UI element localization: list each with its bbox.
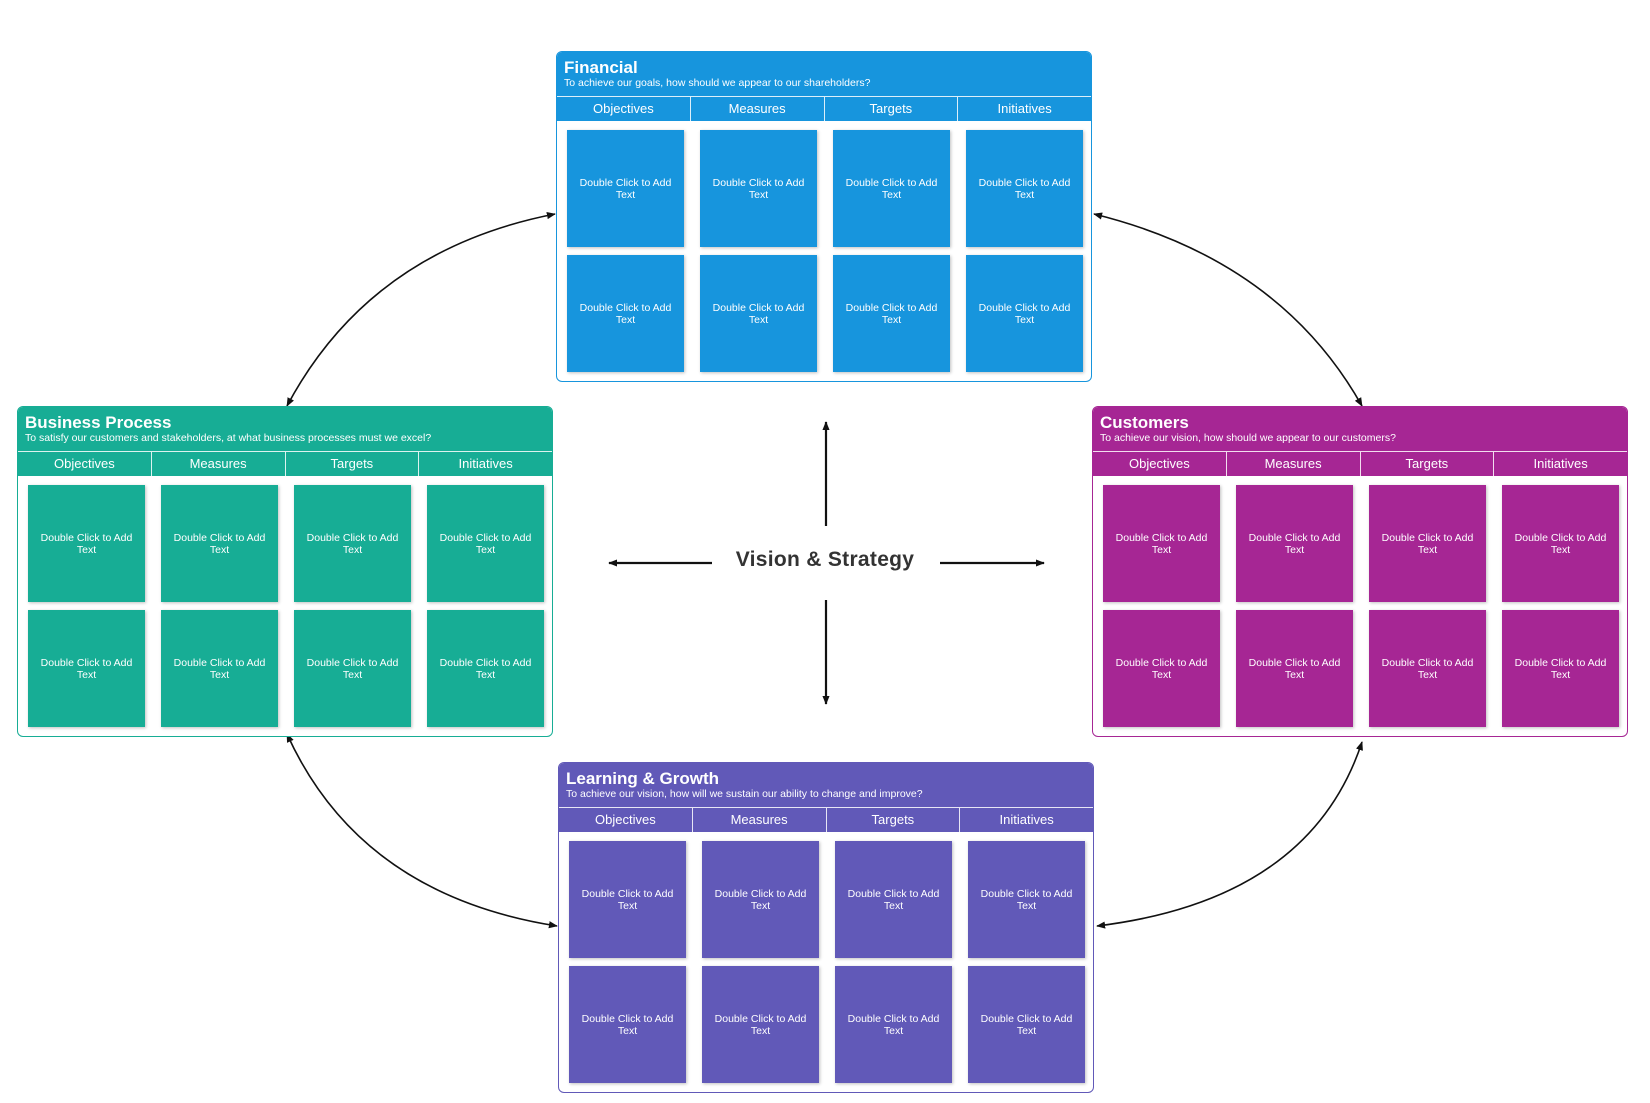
- column-header-targets: Targets: [825, 97, 959, 121]
- text-card[interactable]: Double Click to Add Text: [1103, 610, 1220, 727]
- vision-strategy-label: Vision & Strategy: [735, 548, 915, 571]
- text-card[interactable]: Double Click to Add Text: [702, 966, 819, 1083]
- text-card[interactable]: Double Click to Add Text: [1502, 485, 1619, 602]
- text-card[interactable]: Double Click to Add Text: [427, 610, 544, 727]
- column-header-initiatives: Initiatives: [997, 101, 1052, 116]
- text-card[interactable]: Double Click to Add Text: [835, 841, 952, 958]
- arc-business-learning: [286, 733, 558, 929]
- text-card[interactable]: Double Click to Add Text: [567, 255, 684, 372]
- customers-header: Customers To achieve our vision, how sho…: [1093, 407, 1627, 451]
- column-header-measures: Measures: [152, 452, 286, 476]
- learning-growth-panel: Learning & Growth To achieve our vision,…: [558, 762, 1094, 1093]
- column-header-objectives: Objectives: [557, 97, 691, 121]
- business-process-column-headers: Objectives Measures Targets Initiatives: [18, 451, 552, 476]
- column-header-initiatives: Initiatives: [1533, 456, 1588, 471]
- text-card[interactable]: Double Click to Add Text: [700, 130, 817, 247]
- financial-card-grid: Double Click to Add Text Double Click to…: [557, 121, 1091, 381]
- column-header-objectives: Objectives: [1093, 452, 1227, 476]
- text-card[interactable]: Double Click to Add Text: [294, 610, 411, 727]
- text-card[interactable]: Double Click to Add Text: [968, 841, 1085, 958]
- column-header-targets: Targets: [286, 452, 420, 476]
- customers-card-grid: Double Click to Add Text Double Click to…: [1093, 476, 1627, 736]
- text-card[interactable]: Double Click to Add Text: [28, 610, 145, 727]
- column-header-targets: Targets: [827, 808, 961, 832]
- text-card[interactable]: Double Click to Add Text: [1236, 485, 1353, 602]
- text-card[interactable]: Double Click to Add Text: [294, 485, 411, 602]
- arc-financial-customers: [1093, 212, 1363, 407]
- text-card[interactable]: Double Click to Add Text: [1369, 485, 1486, 602]
- customers-column-headers: Objectives Measures Targets Initiatives: [1093, 451, 1627, 476]
- learning-growth-card-grid: Double Click to Add Text Double Click to…: [559, 832, 1093, 1092]
- column-header-measures: Measures: [693, 808, 827, 832]
- text-card[interactable]: Double Click to Add Text: [1103, 485, 1220, 602]
- business-process-header: Business Process To satisfy our customer…: [18, 407, 552, 451]
- text-card[interactable]: Double Click to Add Text: [700, 255, 817, 372]
- business-process-subtitle: To satisfy our customers and stakeholder…: [25, 432, 432, 444]
- learning-growth-subtitle: To achieve our vision, how will we susta…: [566, 788, 923, 800]
- business-process-card-grid: Double Click to Add Text Double Click to…: [18, 476, 552, 736]
- column-header-measures: Measures: [691, 97, 825, 121]
- column-header-initiatives: Initiatives: [999, 812, 1054, 827]
- text-card[interactable]: Double Click to Add Text: [966, 130, 1083, 247]
- business-process-title: Business Process: [25, 413, 172, 432]
- business-process-panel: Business Process To satisfy our customer…: [17, 406, 553, 737]
- text-card[interactable]: Double Click to Add Text: [1369, 610, 1486, 727]
- arc-business-financial: [286, 212, 556, 407]
- arc-customers-learning: [1096, 741, 1363, 929]
- financial-title: Financial: [564, 58, 638, 77]
- text-card[interactable]: Double Click to Add Text: [833, 130, 950, 247]
- column-header-targets: Targets: [1361, 452, 1495, 476]
- text-card[interactable]: Double Click to Add Text: [161, 485, 278, 602]
- customers-title: Customers: [1100, 413, 1189, 432]
- column-header-objectives: Objectives: [559, 808, 693, 832]
- text-card[interactable]: Double Click to Add Text: [569, 841, 686, 958]
- financial-column-headers: Objectives Measures Targets Initiatives: [557, 96, 1091, 121]
- text-card[interactable]: Double Click to Add Text: [28, 485, 145, 602]
- financial-header: Financial To achieve our goals, how shou…: [557, 52, 1091, 96]
- text-card[interactable]: Double Click to Add Text: [567, 130, 684, 247]
- text-card[interactable]: Double Click to Add Text: [968, 966, 1085, 1083]
- financial-panel: Financial To achieve our goals, how shou…: [556, 51, 1092, 382]
- text-card[interactable]: Double Click to Add Text: [1236, 610, 1353, 727]
- learning-growth-header: Learning & Growth To achieve our vision,…: [559, 763, 1093, 807]
- text-card[interactable]: Double Click to Add Text: [1502, 610, 1619, 727]
- customers-panel: Customers To achieve our vision, how sho…: [1092, 406, 1628, 737]
- financial-subtitle: To achieve our goals, how should we appe…: [564, 77, 871, 89]
- column-header-objectives: Objectives: [18, 452, 152, 476]
- text-card[interactable]: Double Click to Add Text: [702, 841, 819, 958]
- text-card[interactable]: Double Click to Add Text: [966, 255, 1083, 372]
- learning-growth-column-headers: Objectives Measures Targets Initiatives: [559, 807, 1093, 832]
- column-header-initiatives: Initiatives: [458, 456, 513, 471]
- text-card[interactable]: Double Click to Add Text: [427, 485, 544, 602]
- customers-subtitle: To achieve our vision, how should we app…: [1100, 432, 1396, 444]
- text-card[interactable]: Double Click to Add Text: [835, 966, 952, 1083]
- column-header-measures: Measures: [1227, 452, 1361, 476]
- text-card[interactable]: Double Click to Add Text: [833, 255, 950, 372]
- text-card[interactable]: Double Click to Add Text: [569, 966, 686, 1083]
- text-card[interactable]: Double Click to Add Text: [161, 610, 278, 727]
- learning-growth-title: Learning & Growth: [566, 769, 719, 788]
